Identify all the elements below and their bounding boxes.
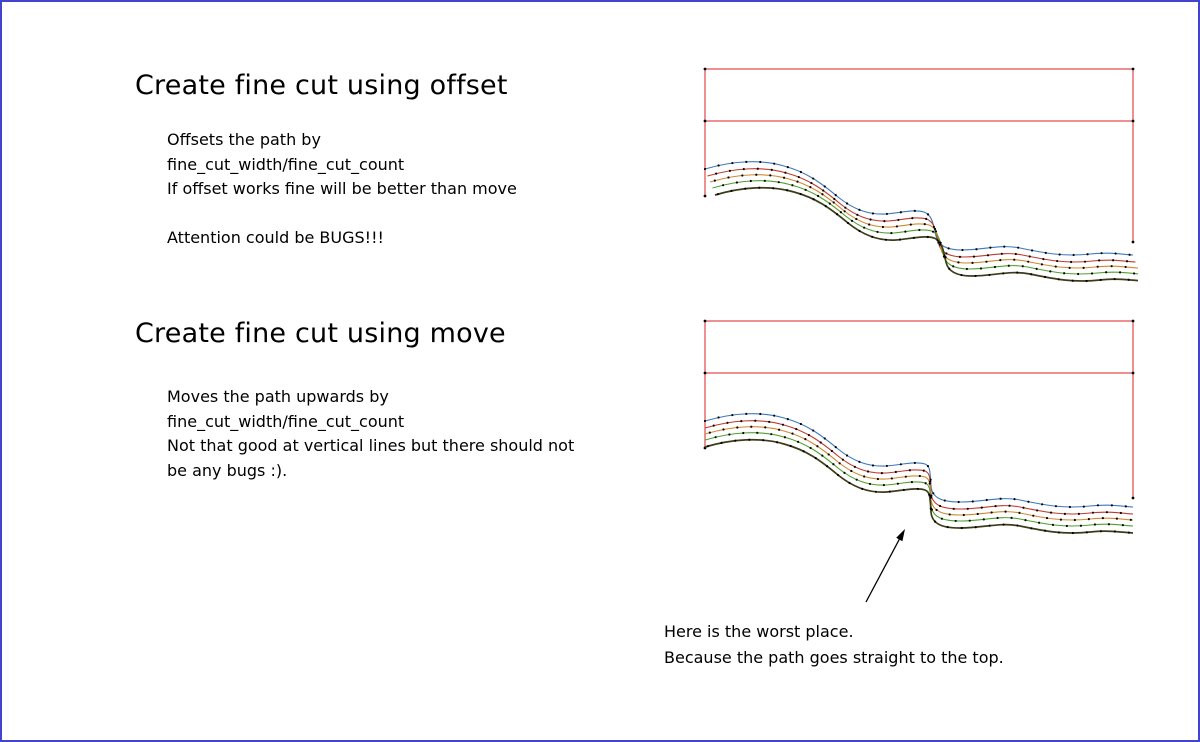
section-title-move: Create fine cut using move — [135, 318, 506, 349]
annotation-arrow — [865, 529, 905, 603]
moved-curves — [703, 412, 1135, 535]
body-line: Not that good at vertical lines but ther… — [167, 436, 575, 455]
blank-line — [167, 202, 517, 227]
offset-curves — [703, 160, 1138, 283]
body-line: fine_cut_width/fine_cut_count — [167, 411, 405, 431]
coarse-cut-frame — [704, 320, 1134, 498]
section-body-move: Moves the path upwards by fine_cut_width… — [167, 385, 574, 483]
annotation-line: Because the path goes straight to the to… — [664, 647, 1004, 667]
section-body-offset: Offsets the path by fine_cut_width/fine_… — [167, 128, 517, 251]
body-line: If offset works fine will be better than… — [167, 179, 517, 198]
diagram-fine-cut-move — [703, 319, 1135, 535]
body-line: be any bugs :). — [167, 460, 288, 480]
worst-place-annotation: Here is the worst place. Because the pat… — [664, 619, 1004, 670]
body-line: Offsets the path by — [167, 130, 321, 149]
body-line: fine_cut_width/fine_cut_count — [167, 154, 405, 174]
warning-note: Attention could be BUGS!!! — [167, 228, 384, 247]
frame-nodes — [703, 319, 1135, 500]
body-line: Moves the path upwards by — [167, 387, 389, 406]
section-title-offset: Create fine cut using offset — [135, 70, 508, 101]
frame-nodes — [703, 67, 1135, 244]
coarse-cut-frame — [704, 68, 1134, 242]
diagram-fine-cut-offset — [703, 67, 1138, 283]
annotation-line: Here is the worst place. — [664, 622, 854, 641]
